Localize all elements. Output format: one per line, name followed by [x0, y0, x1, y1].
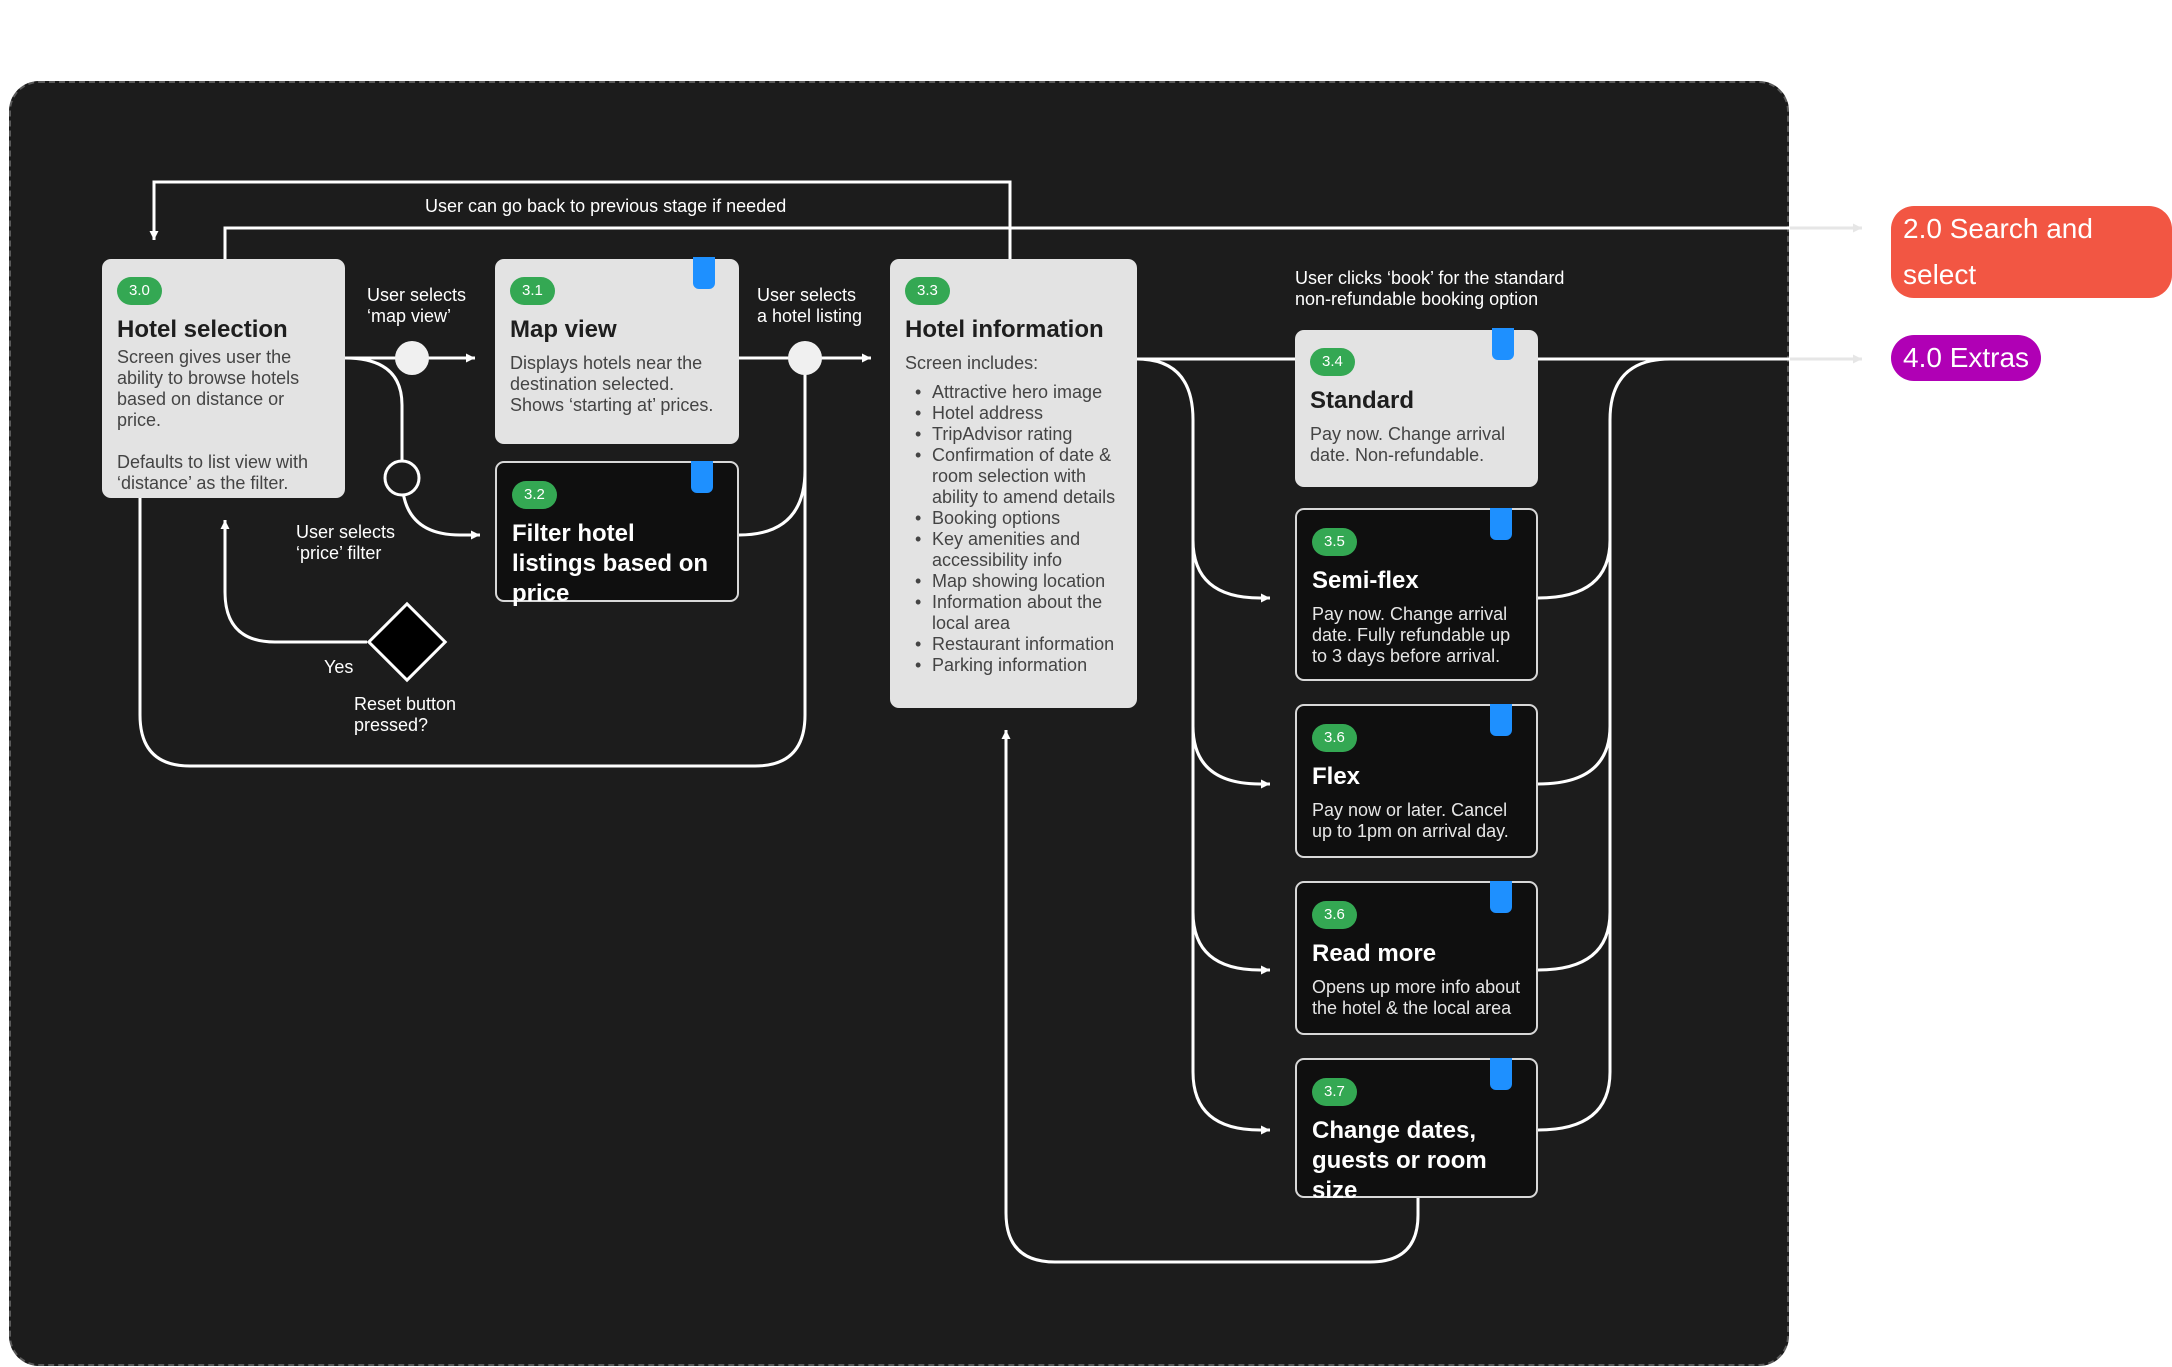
connector-info-to-semiflex — [1136, 357, 1270, 603]
card-title: Flex — [1312, 763, 1361, 790]
junction-filter — [383, 459, 421, 497]
feature-list-item: Information about the local area — [905, 592, 1122, 634]
card-map-view[interactable]: 3.1 Map view Displays hotels near the de… — [495, 257, 739, 444]
bookmark-icon — [1490, 1058, 1512, 1090]
label-line: User selects — [367, 285, 467, 305]
card-title: Map view — [510, 316, 617, 343]
bookmark-icon — [1492, 328, 1514, 360]
feature-list-item: Attractive hero image — [905, 382, 1122, 403]
badge-3-0: 3.0 — [117, 277, 162, 305]
feature-list-item: Booking options — [905, 508, 1122, 529]
junction-map — [395, 341, 429, 375]
card-desc: Pay now. Change arrival date. Non-refund… — [1310, 424, 1506, 465]
junction-listing — [788, 341, 822, 375]
card-title: Standard — [1310, 387, 1415, 414]
connector-selection-top — [223, 226, 1790, 259]
card-desc: Displays hotels near the destination sel… — [510, 353, 714, 415]
feature-list-item: Restaurant information — [905, 634, 1122, 655]
decision-reset — [366, 601, 448, 683]
label-map-view: User selects ‘map view’ — [367, 285, 466, 327]
label-book-standard: User clicks ‘book’ for the standard non-… — [1295, 268, 1564, 310]
feature-list-item: Parking information — [905, 655, 1122, 676]
card-title: Hotel selection — [117, 316, 288, 343]
badge-3-3: 3.3 — [905, 277, 950, 305]
card-read-more[interactable]: 3.6 Read more Opens up more info about t… — [1295, 881, 1538, 1035]
label-line: ‘map view’ — [367, 306, 452, 326]
card-desc: Screen gives user the ability to browse … — [117, 347, 300, 430]
card-title: Filter hotel listings based on price — [512, 520, 709, 607]
badge-3-5: 3.5 — [1312, 528, 1357, 556]
label-line: pressed? — [354, 715, 429, 735]
badge-3-6-read-more: 3.6 — [1312, 901, 1357, 929]
card-change-dates[interactable]: 3.7 Change dates, guests or room size — [1295, 1058, 1538, 1204]
feature-list-item: Hotel address — [905, 403, 1122, 424]
card-title: Semi-flex — [1312, 567, 1419, 594]
label-reset: Reset button pressed? — [354, 694, 456, 736]
badge-3-1: 3.1 — [510, 277, 555, 305]
card-flex[interactable]: 3.6 Flex Pay now or later. Cancel up to … — [1295, 704, 1538, 858]
badge-3-6: 3.6 — [1312, 724, 1357, 752]
label-line: a hotel listing — [757, 306, 863, 326]
card-hotel-selection[interactable]: 3.0 Hotel selection Screen gives user th… — [102, 259, 345, 498]
card-title: Change dates, guests or room size — [1312, 1117, 1487, 1204]
feature-list-item: TripAdvisor rating — [905, 424, 1122, 445]
connector-options-merge — [1537, 357, 1671, 600]
card-desc-2: Defaults to list view with ‘distance’ as… — [117, 452, 309, 493]
bookmark-icon — [1490, 704, 1512, 736]
label-line: User selects — [296, 522, 396, 542]
bookmark-icon — [1490, 881, 1512, 913]
label-line: non-refundable booking option — [1295, 289, 1539, 309]
card-hotel-information[interactable]: 3.3 Hotel information Screen includes: A… — [890, 259, 1137, 708]
card-title: Read more — [1312, 940, 1437, 967]
pill-extras[interactable]: 4.0 Extras — [1891, 335, 2042, 381]
label-line: User selects — [757, 285, 857, 305]
card-filter-price[interactable]: 3.2 Filter hotel listings based on price — [495, 461, 739, 607]
badge-3-4: 3.4 — [1310, 348, 1355, 376]
connector-selection-to-filter — [344, 356, 480, 540]
card-semi-flex[interactable]: 3.5 Semi-flex Pay now. Change arrival da… — [1295, 508, 1538, 681]
label-hotel-listing: User selects a hotel listing — [757, 285, 862, 327]
card-desc: Pay now or later. Cancel up to 1pm on ar… — [1312, 800, 1509, 841]
feature-list: Attractive hero imageHotel addressTripAd… — [905, 382, 1122, 676]
connector-filter-to-merge — [738, 358, 807, 537]
badge-3-7: 3.7 — [1312, 1078, 1357, 1106]
connector-bottom-loop — [138, 370, 807, 768]
connector-info-to-changedates — [1191, 912, 1270, 1135]
connector-changedates-back — [1001, 730, 1420, 1264]
label-line: Reset button — [354, 694, 457, 714]
bookmark-icon — [1490, 508, 1512, 540]
badge-3-2: 3.2 — [512, 481, 557, 509]
card-intro: Screen includes: — [905, 353, 1039, 373]
label-yes: Yes — [324, 657, 354, 677]
card-desc: Opens up more info about the hotel & the… — [1312, 977, 1521, 1018]
feature-list-item: Key amenities and accessibility info — [905, 529, 1122, 571]
connector-reset-loop — [220, 520, 367, 644]
feature-list-item: Map showing location — [905, 571, 1122, 592]
label-line: ‘price’ filter — [296, 543, 382, 563]
label-price-filter: User selects ‘price’ filter — [296, 522, 395, 564]
label-line: User clicks ‘book’ for the standard — [1295, 268, 1565, 288]
label-back: User can go back to previous stage if ne… — [425, 196, 787, 216]
pill-search-and-select[interactable]: 2.0 Search and select — [1891, 206, 2172, 298]
connector-back-to-selection — [149, 180, 1012, 259]
bookmark-icon — [691, 461, 713, 493]
card-title: Hotel information — [905, 316, 1104, 343]
card-desc: Pay now. Change arrival date. Fully refu… — [1312, 604, 1511, 666]
feature-list-item: Confirmation of date & room selection wi… — [905, 445, 1122, 508]
bookmark-icon — [693, 257, 715, 289]
card-standard[interactable]: 3.4 Standard Pay now. Change arrival dat… — [1295, 328, 1538, 487]
